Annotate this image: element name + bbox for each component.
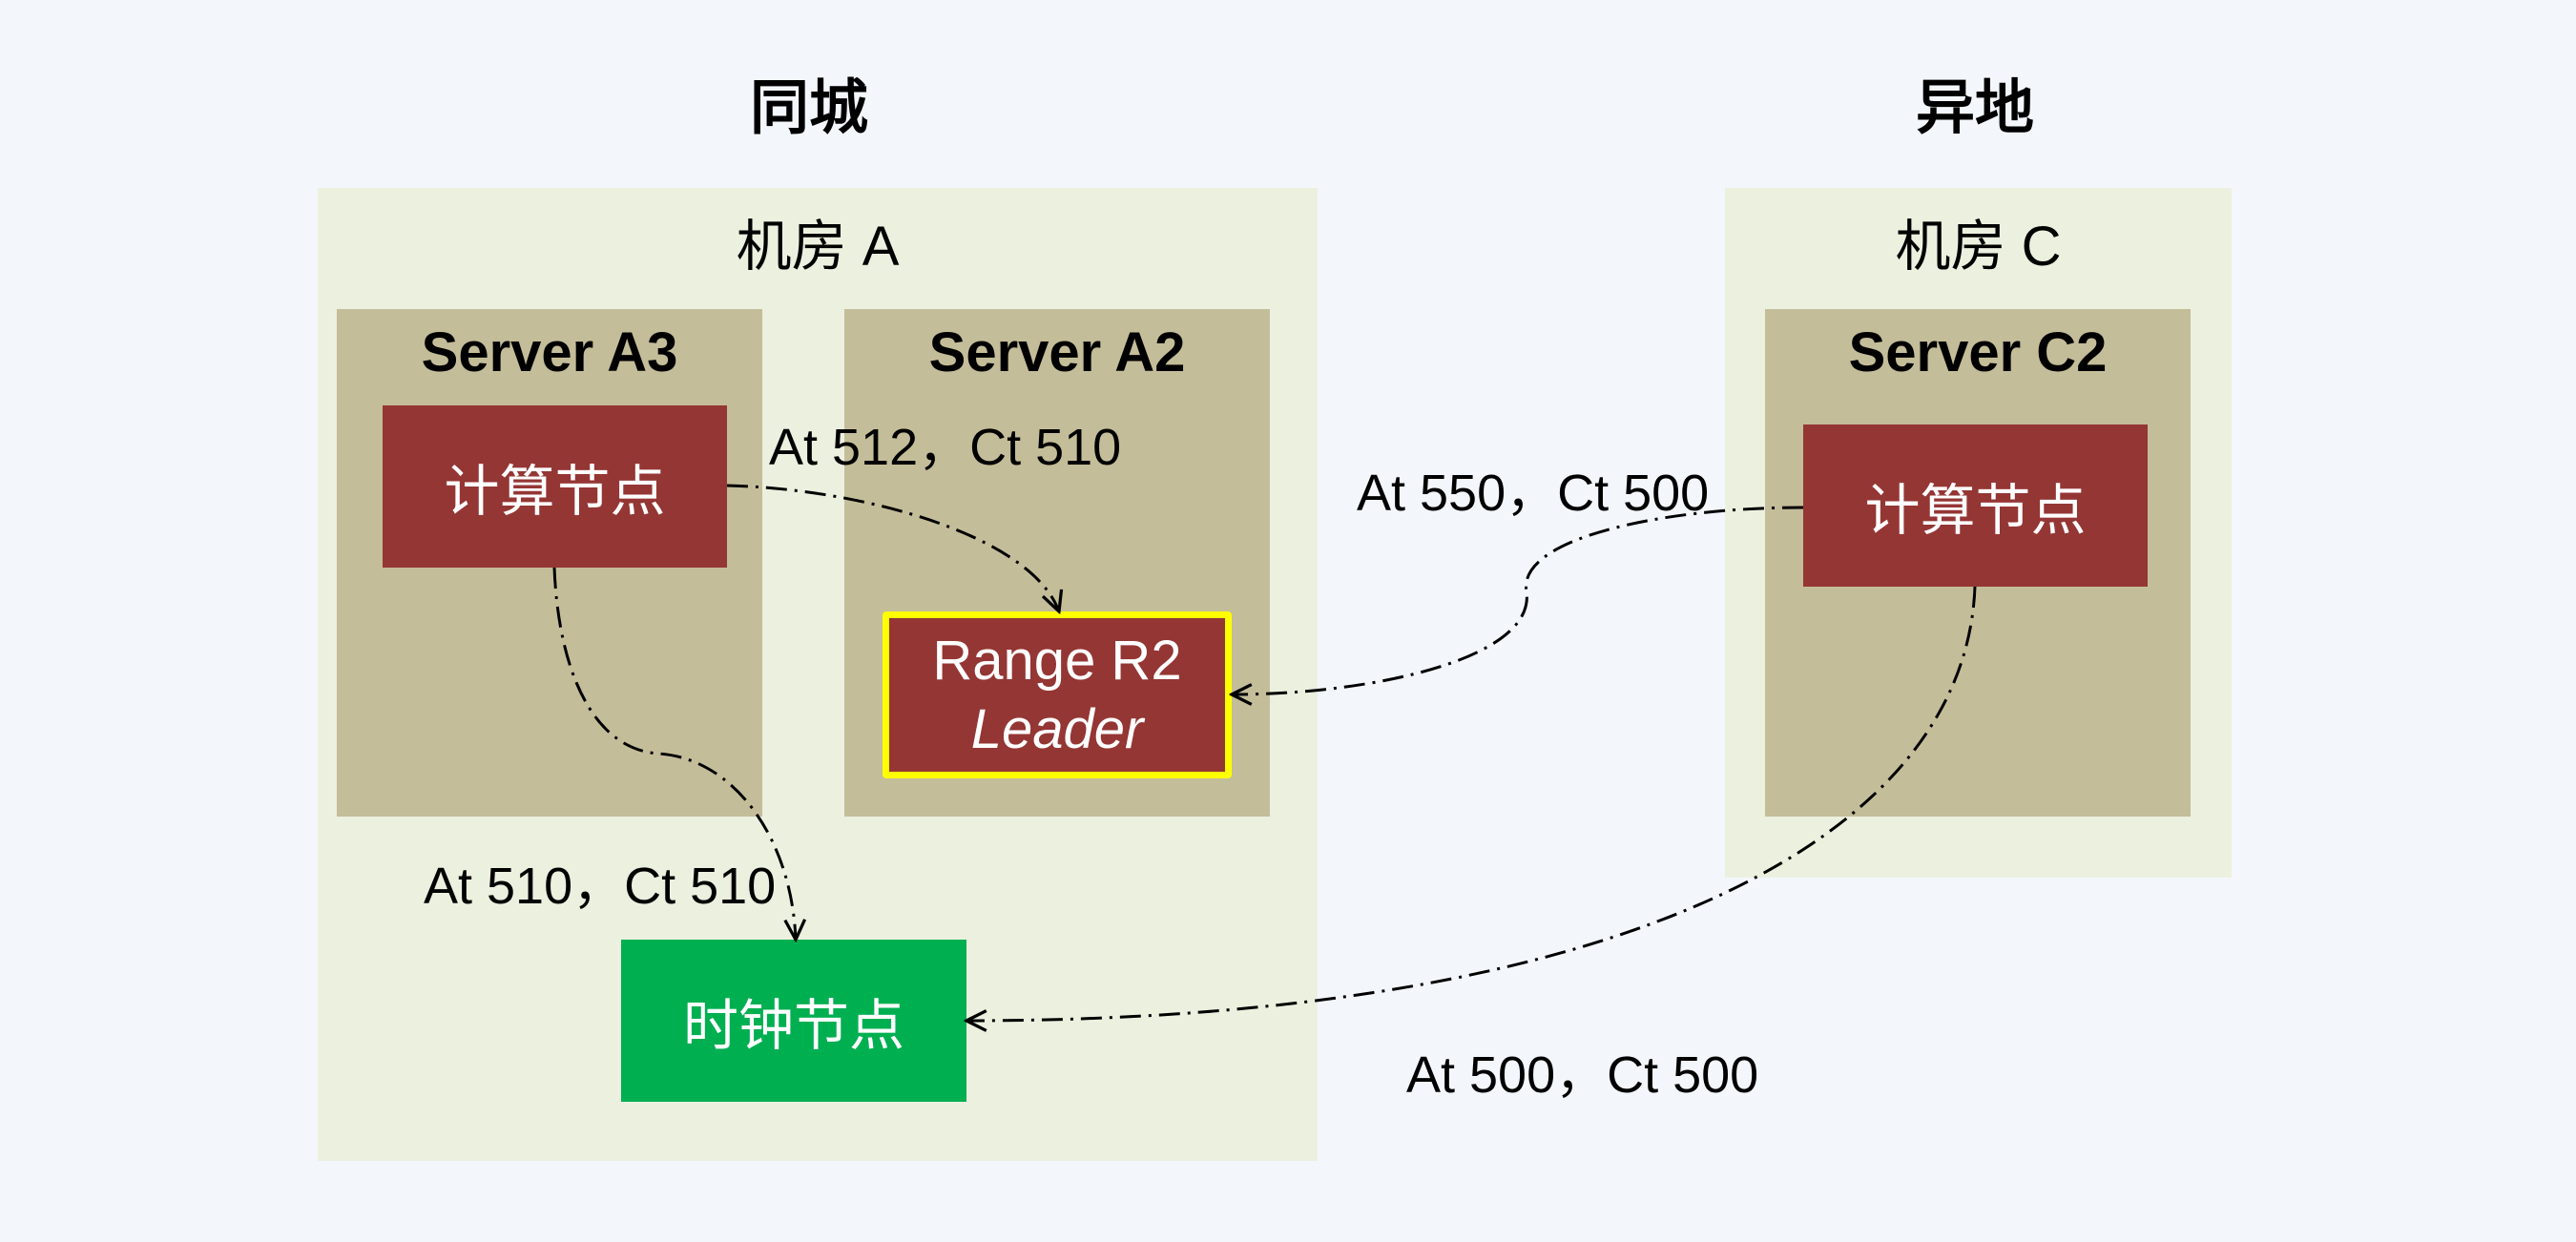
edge-a3-to-range xyxy=(726,484,1059,611)
edge-c2-to-clock xyxy=(966,586,1977,1021)
region-title-remote: 异地 xyxy=(1915,75,2034,141)
range-role: Leader xyxy=(970,697,1144,760)
edge-label-a3-range: At 512，Ct 510 xyxy=(769,419,1122,476)
range-r2-leader[interactable]: Range R2 Leader xyxy=(883,611,1232,778)
server-a2-title: Server A2 xyxy=(928,321,1186,383)
region-title-same-city: 同城 xyxy=(749,75,868,141)
room-c-title: 机房 C xyxy=(1895,216,2062,278)
edge-a3-to-clock xyxy=(552,567,796,940)
edge-label-c2-clock: At 500，Ct 500 xyxy=(1406,1046,1759,1104)
clock-node[interactable]: 时钟节点 xyxy=(621,940,966,1102)
edge-label-a3-clock: At 510，Ct 510 xyxy=(424,858,777,915)
edge-c2-to-range xyxy=(1232,506,1804,694)
compute-node-c2[interactable]: 计算节点 xyxy=(1803,424,2148,587)
edge-label-c2-range: At 550，Ct 500 xyxy=(1357,465,1710,522)
server-a3-title: Server A3 xyxy=(421,321,678,383)
compute-node-a3[interactable]: 计算节点 xyxy=(383,405,727,568)
server-c2-title: Server C2 xyxy=(1848,321,2108,383)
room-a-title: 机房 A xyxy=(736,216,900,278)
range-name: Range R2 xyxy=(932,629,1182,692)
